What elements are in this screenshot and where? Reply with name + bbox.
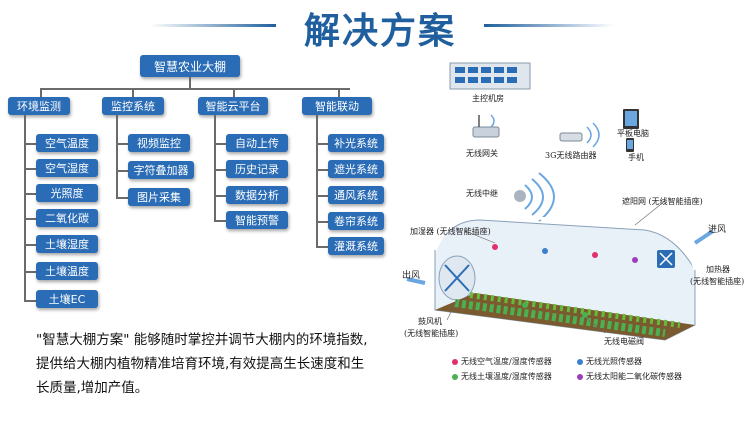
description-line: "智慧大棚方案" 能够随时掌控并调节大棚内的环境指数,: [36, 332, 368, 348]
cloud-item: 自动上传: [226, 134, 288, 152]
header: 解决方案: [0, 0, 750, 52]
connector: [116, 143, 128, 145]
page-title: 解决方案: [303, 11, 456, 52]
linkage-item: 遮光系统: [328, 160, 384, 178]
connector: [24, 300, 36, 302]
legend-label: 无线太阳能二氧化碳传感器: [586, 372, 682, 381]
linkage-item: 通风系统: [328, 186, 384, 204]
legend-dot-icon: [452, 358, 458, 365]
cloud-item: 历史记录: [226, 160, 288, 178]
description-line: 提供给大棚内植物精准培育环境,有效提高生长速度和生: [36, 356, 365, 372]
connector: [189, 77, 191, 89]
description: "智慧大棚方案" 能够随时掌控并调节大棚内的环境指数, 提供给大棚内植物精准培育…: [36, 328, 396, 400]
connector: [214, 220, 226, 222]
connector: [24, 193, 36, 195]
label-router: 3G无线路由器: [545, 151, 597, 160]
legend-dot-icon: [577, 373, 583, 380]
connector: [116, 115, 118, 199]
legend-label: 无线光照传感器: [586, 357, 642, 366]
legend-item: 无线土壤温度/湿度传感器: [452, 371, 552, 382]
connector: [24, 218, 36, 220]
category-cloud: 智能云平台: [198, 97, 268, 115]
linkage-item: 补光系统: [328, 134, 384, 152]
monitor-item: 视频监控: [128, 134, 190, 152]
legend-item: 无线空气温度/湿度传感器: [452, 356, 552, 367]
label-air-out: 出风: [402, 271, 421, 281]
legend-dot-icon: [452, 373, 458, 380]
legend-item: 无线光照传感器: [577, 356, 642, 367]
root-node: 智慧农业大棚: [140, 55, 240, 77]
connector: [116, 197, 128, 199]
title-decor-right: [484, 24, 614, 27]
env-item: 土壤EC: [36, 290, 98, 308]
connector: [214, 143, 226, 145]
connector: [316, 143, 328, 145]
label-tablet: 平板电脑: [617, 129, 649, 138]
env-item: 土壤温度: [36, 262, 98, 280]
connector: [214, 115, 216, 222]
connector: [40, 88, 350, 90]
connector: [24, 143, 36, 145]
connector: [132, 88, 134, 98]
label-relay: 无线中继: [466, 189, 498, 198]
connector: [24, 244, 36, 246]
connector: [338, 88, 340, 98]
env-item: 光照度: [36, 184, 98, 202]
legend-dot-icon: [577, 358, 583, 365]
label-heater-sub: (无线智能插座): [690, 277, 745, 286]
connector: [24, 168, 36, 170]
connector: [24, 271, 36, 273]
description-line: 长质量,增加产值。: [36, 380, 149, 396]
label-phone: 手机: [628, 153, 644, 162]
label-air-in: 进风: [708, 225, 727, 235]
category-env: 环境监测: [8, 97, 70, 115]
linkage-item: 卷帘系统: [328, 212, 384, 230]
label-humidifier: 加湿器 (无线智能插座): [410, 227, 491, 236]
env-item: 空气湿度: [36, 159, 98, 177]
monitor-item: 图片采集: [128, 188, 190, 206]
legend-label: 无线空气温度/湿度传感器: [461, 357, 552, 366]
connector: [316, 246, 328, 248]
label-shade-net: 遮阳网 (无线智能插座): [622, 197, 703, 206]
label-gateway: 无线网关: [466, 149, 498, 158]
category-linkage: 智能联动: [302, 97, 372, 115]
legend-item: 无线太阳能二氧化碳传感器: [577, 371, 682, 382]
category-monitor: 监控系统: [102, 97, 164, 115]
linkage-item: 灌溉系统: [328, 237, 384, 255]
connector: [24, 115, 26, 302]
connector: [214, 195, 226, 197]
title-decor-left: [150, 24, 276, 27]
monitor-item: 字符叠加器: [128, 161, 194, 179]
greenhouse-graphic: [406, 62, 715, 341]
connector: [40, 88, 42, 98]
connector: [214, 169, 226, 171]
connector: [316, 195, 328, 197]
env-item: 二氧化碳: [36, 209, 98, 227]
connector: [116, 170, 128, 172]
connector: [316, 221, 328, 223]
env-item: 空气温度: [36, 134, 98, 152]
cloud-item: 智能预警: [226, 211, 288, 229]
label-heater: 加热器: [706, 265, 730, 274]
cloud-item: 数据分析: [226, 186, 288, 204]
connector: [316, 169, 328, 171]
connector: [316, 115, 318, 248]
env-item: 土壤湿度: [36, 235, 98, 253]
label-main-room: 主控机房: [472, 94, 504, 103]
legend-label: 无线土壤温度/湿度传感器: [461, 372, 552, 381]
connector: [233, 88, 235, 98]
label-fan: 鼓风机: [418, 317, 442, 326]
label-valve: 无线电磁阀: [604, 337, 644, 346]
label-fan-sub: (无线智能插座): [404, 329, 459, 338]
